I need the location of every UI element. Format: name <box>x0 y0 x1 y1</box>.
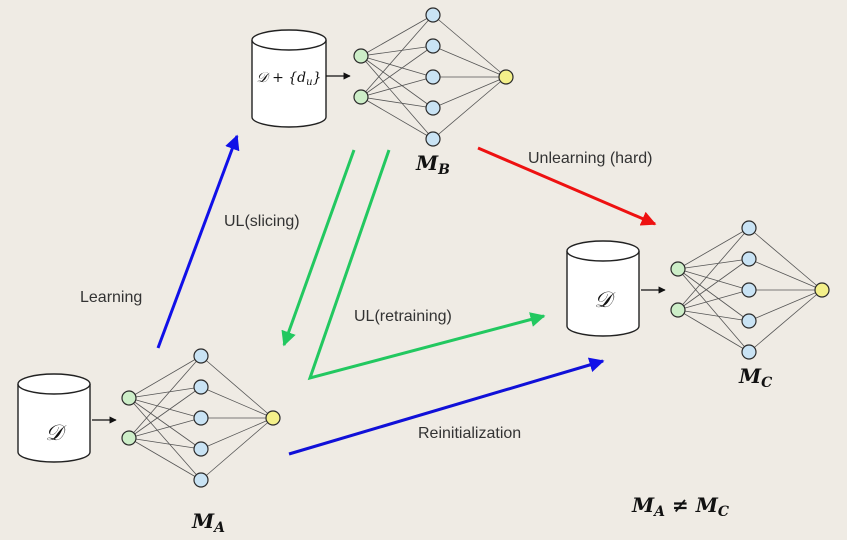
reinitialization-arrow <box>288 357 605 456</box>
output-node <box>814 282 830 298</box>
hidden-node <box>425 7 441 23</box>
input-node <box>121 430 137 446</box>
network-edge <box>360 45 434 57</box>
learning-label: Learning <box>80 289 142 306</box>
hidden-node <box>741 251 757 267</box>
network-edge <box>677 258 750 270</box>
network-edge <box>128 355 202 439</box>
hidden-node <box>425 38 441 54</box>
network-edge <box>748 258 823 291</box>
ul-retraining-arrow <box>307 149 546 381</box>
network-edge <box>748 227 823 291</box>
dataset-b-label: 𝒟 + {du} <box>256 70 321 88</box>
hidden-node <box>741 220 757 236</box>
learning-arrow <box>156 134 240 349</box>
network-edge <box>432 14 507 78</box>
network-b <box>353 7 514 147</box>
network-edge <box>432 76 507 109</box>
network-c <box>670 220 830 360</box>
network-edge <box>432 45 507 78</box>
hidden-node <box>193 441 209 457</box>
network-edge <box>128 386 202 399</box>
ul-retraining-label: UL(retraining) <box>354 308 452 325</box>
hidden-node <box>193 348 209 364</box>
dataset-b-cylinder: 𝒟 + {du} <box>251 29 327 128</box>
network-edge <box>128 386 202 439</box>
network-edge <box>360 14 434 98</box>
model-c-label: MC <box>738 364 772 391</box>
network-edge <box>200 386 274 419</box>
network-edge <box>677 268 750 291</box>
input-node <box>353 48 369 64</box>
ul-slicing-label: UL(slicing) <box>224 213 300 230</box>
network-edge <box>128 355 202 399</box>
network-edge <box>432 76 507 140</box>
network-a <box>121 348 281 488</box>
hidden-node <box>741 313 757 329</box>
model-a-label: MA <box>191 509 225 536</box>
network-edge <box>128 417 202 439</box>
network-edge <box>677 268 750 353</box>
network-edge <box>360 55 434 109</box>
hidden-node <box>193 472 209 488</box>
network-edge <box>128 397 202 419</box>
hidden-node <box>193 410 209 426</box>
input-node <box>670 261 686 277</box>
hidden-node <box>425 69 441 85</box>
hidden-node <box>193 379 209 395</box>
output-node <box>265 410 281 426</box>
dataset-c-cylinder: 𝒟 <box>566 240 640 337</box>
dataset-c-label: 𝒟 <box>594 288 616 313</box>
network-edge <box>677 227 750 270</box>
network-edge <box>360 96 434 109</box>
network-edge <box>128 437 202 450</box>
hidden-node <box>425 100 441 116</box>
network-edge <box>677 289 750 311</box>
network-edge <box>748 289 823 322</box>
unlearning-hard-label: Unlearning (hard) <box>528 150 653 167</box>
network-edge <box>360 96 434 140</box>
network-edge <box>677 309 750 353</box>
reinitialization-label: Reinitialization <box>418 425 521 442</box>
network-edge <box>200 417 274 481</box>
network-edge <box>200 355 274 419</box>
network-edge <box>128 437 202 481</box>
network-edge <box>360 45 434 98</box>
output-node <box>498 69 514 85</box>
model-inequality: MA ≠ MC <box>631 493 729 520</box>
network-edge <box>677 258 750 311</box>
input-node <box>121 390 137 406</box>
network-edge <box>677 268 750 322</box>
dataset-a-cylinder: 𝒟 <box>17 373 91 463</box>
unlearning-hard-arrow <box>477 146 657 226</box>
network-edge <box>360 55 434 140</box>
hidden-node <box>741 282 757 298</box>
input-node <box>353 89 369 105</box>
network-edge <box>677 309 750 322</box>
network-edge <box>360 55 434 78</box>
network-edge <box>748 289 823 353</box>
network-edge <box>360 76 434 98</box>
input-node <box>670 302 686 318</box>
model-b-label: MB <box>415 151 450 178</box>
dataset-a-label: 𝒟 <box>45 421 67 446</box>
network-edge <box>128 397 202 481</box>
ul-slicing-arrow <box>281 149 356 347</box>
network-edge <box>128 397 202 450</box>
network-edge <box>200 417 274 450</box>
network-edge <box>677 227 750 311</box>
hidden-node <box>741 344 757 360</box>
network-edge <box>360 14 434 57</box>
hidden-node <box>425 131 441 147</box>
